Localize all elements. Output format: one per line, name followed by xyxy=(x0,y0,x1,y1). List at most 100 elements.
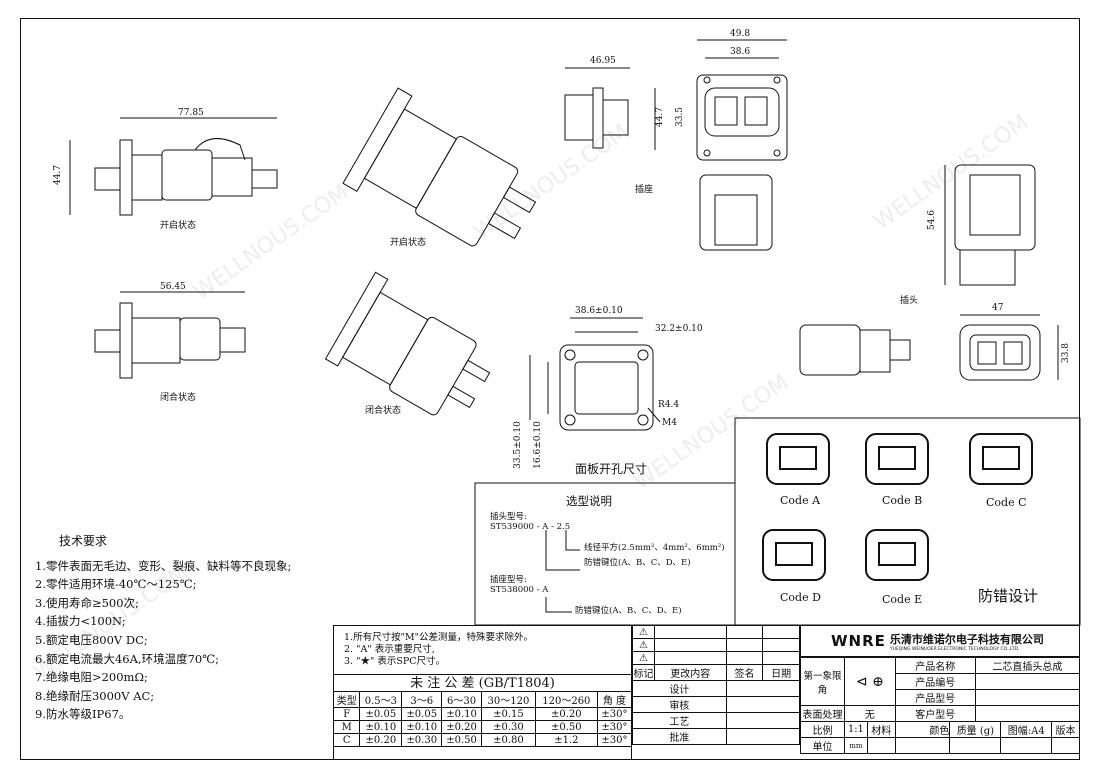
table-cell: ±0.10 xyxy=(359,720,403,734)
table-cell: 6～30 xyxy=(441,691,482,708)
table-cell: C xyxy=(332,733,361,747)
panel-cutout-drawing xyxy=(529,317,661,431)
table-cell: 二芯直插头总成 xyxy=(974,657,1081,674)
code-d-label: Code D xyxy=(780,591,821,604)
table-cell xyxy=(866,737,896,754)
dim-47: 47 xyxy=(992,303,1004,313)
table-cell: ±0.20 xyxy=(534,707,598,721)
table-cell: 产品型号 xyxy=(894,689,976,706)
plug-model: ST539000 - A - 2.5 xyxy=(490,522,571,532)
requirement-item: 6.额定电流最大46A,环境温度70℃; xyxy=(35,651,219,666)
table-row: F±0.05±0.05±0.10±0.15±0.20±30° xyxy=(332,707,633,721)
table-cell: 版本 xyxy=(1050,721,1081,738)
requirement-item: 2.零件适用环境-40℃～125℃; xyxy=(35,577,197,592)
table-cell xyxy=(654,651,727,665)
code-a-label: Code A xyxy=(780,494,821,507)
plug-front-view xyxy=(959,314,1059,381)
note: 2. "A" 表示重要尺寸, xyxy=(344,644,435,655)
table-cell: ±30° xyxy=(596,720,633,734)
table-cell xyxy=(762,651,800,665)
table-cell: 比例 xyxy=(800,721,845,738)
table-cell xyxy=(725,696,801,713)
table-cell: ±0.10 xyxy=(401,720,443,734)
socket-model-label: 插座型号: xyxy=(490,575,527,585)
revision-table: ⚠ ⚠ ⚠ 标记更改内容签名日期 设计 审核 工艺 批准 xyxy=(632,625,801,745)
table-cell: ±0.05 xyxy=(401,707,443,721)
table-cell: 类型 xyxy=(332,691,361,708)
table-cell: ±0.50 xyxy=(441,733,482,747)
table-cell: 客户型号 xyxy=(894,705,976,722)
code-connector-faces xyxy=(762,433,1033,581)
label-open-state-1: 开启状态 xyxy=(160,221,197,231)
requirement-item: 1.零件表面无毛边、变形、裂痕、缺料等不良现象; xyxy=(35,558,292,573)
table-cell: ±1.2 xyxy=(534,733,598,747)
label-socket: 插座 xyxy=(635,185,654,195)
table-cell: M xyxy=(332,720,361,734)
technical-requirements: 技术要求 1.零件表面无毛边、变形、裂痕、缺料等不良现象; 2.零件适用环境-4… xyxy=(35,532,291,724)
dim-46-95: 46.95 xyxy=(590,56,616,66)
table-cell: ±30° xyxy=(596,733,633,747)
requirement-item: 3.使用寿命≥500次; xyxy=(35,595,139,610)
table-cell: 30～120 xyxy=(481,691,536,708)
company-name-en: YUEQING WEINUOER ELECTRONIC TECHNOLOGY C… xyxy=(889,646,1020,652)
dim-77-85: 77.85 xyxy=(178,108,204,118)
plug-key-desc: 防错键位(A、B、C、D、E) xyxy=(584,558,691,568)
dim-cut-m4: M4 xyxy=(662,418,677,428)
table-cell: 第一象限角 xyxy=(800,657,845,706)
table-cell xyxy=(654,625,727,639)
table-cell: 表面处理 xyxy=(800,705,845,722)
table-cell: 3～6 xyxy=(401,691,443,708)
table-cell: 120～260 xyxy=(534,691,598,708)
dim-38-6: 38.6 xyxy=(730,47,751,57)
dim-cut-r: R4.4 xyxy=(658,400,680,410)
title-block-table: 第一象限角⊲ ⊕产品名称二芯直插头总成 产品编号 产品型号 表面处理无客户型号 … xyxy=(800,657,1081,754)
table-cell: 日期 xyxy=(762,664,800,681)
table-cell xyxy=(725,712,801,729)
plug-model-label: 插头型号: xyxy=(490,512,527,522)
label-open-state-2: 开启状态 xyxy=(390,238,427,248)
label-plug: 插头 xyxy=(900,296,919,306)
drawing-frame xyxy=(20,18,1080,760)
requirements-title: 技术要求 xyxy=(59,534,108,548)
note: 1.所有尺寸按"M"公差测量，特殊要求除外。 xyxy=(344,632,534,643)
table-cell: 颜色 xyxy=(894,721,951,738)
requirement-item: 8.绝缘耐压3000V AC; xyxy=(35,688,155,703)
label-anti-mismatch: 防错设计 xyxy=(978,587,1039,605)
table-cell xyxy=(949,737,1002,754)
code-e-label: Code E xyxy=(882,593,923,606)
table-cell: 更改内容 xyxy=(654,664,727,681)
table-cell: ⚠ xyxy=(632,651,655,665)
table-cell xyxy=(762,638,800,652)
table-cell xyxy=(725,680,801,697)
table-cell: 单位 xyxy=(800,737,845,754)
requirement-item: 4.插拔力<100N; xyxy=(35,614,126,629)
socket-rear-view xyxy=(699,174,773,251)
table-cell: 签名 xyxy=(725,664,764,681)
table-cell: ±30° xyxy=(596,707,633,721)
socket-key-desc: 防错键位(A、B、C、D、E) xyxy=(575,606,682,616)
table-cell: ±0.10 xyxy=(441,707,482,721)
table-cell: mm xyxy=(844,737,868,754)
plug-top-view xyxy=(944,164,1036,286)
table-cell xyxy=(974,705,1081,722)
selection-leaders xyxy=(545,530,580,613)
note: 3. "★" 表示SPC尺寸。 xyxy=(344,656,446,667)
code-b-label: Code B xyxy=(882,494,923,507)
dim-33-8: 33.8 xyxy=(1061,342,1072,364)
table-cell xyxy=(974,673,1081,690)
table-cell: 无 xyxy=(844,705,896,722)
table-cell: ±0.80 xyxy=(481,733,536,747)
table-cell xyxy=(1000,737,1052,754)
table-cell: F xyxy=(332,707,361,721)
table-cell: ±0.05 xyxy=(359,707,403,721)
selection-title: 选型说明 xyxy=(566,494,612,508)
requirement-item: 5.额定电压800V DC; xyxy=(35,632,148,647)
table-cell: 角 度 xyxy=(596,691,633,708)
table-cell: ±0.20 xyxy=(359,733,403,747)
table-cell: ±0.15 xyxy=(481,707,536,721)
table-cell: 材料 xyxy=(866,721,896,738)
plug-side-view-open xyxy=(69,117,278,216)
dim-cut-32-2: 32.2±0.10 xyxy=(655,324,703,334)
socket-front-view xyxy=(696,39,788,161)
